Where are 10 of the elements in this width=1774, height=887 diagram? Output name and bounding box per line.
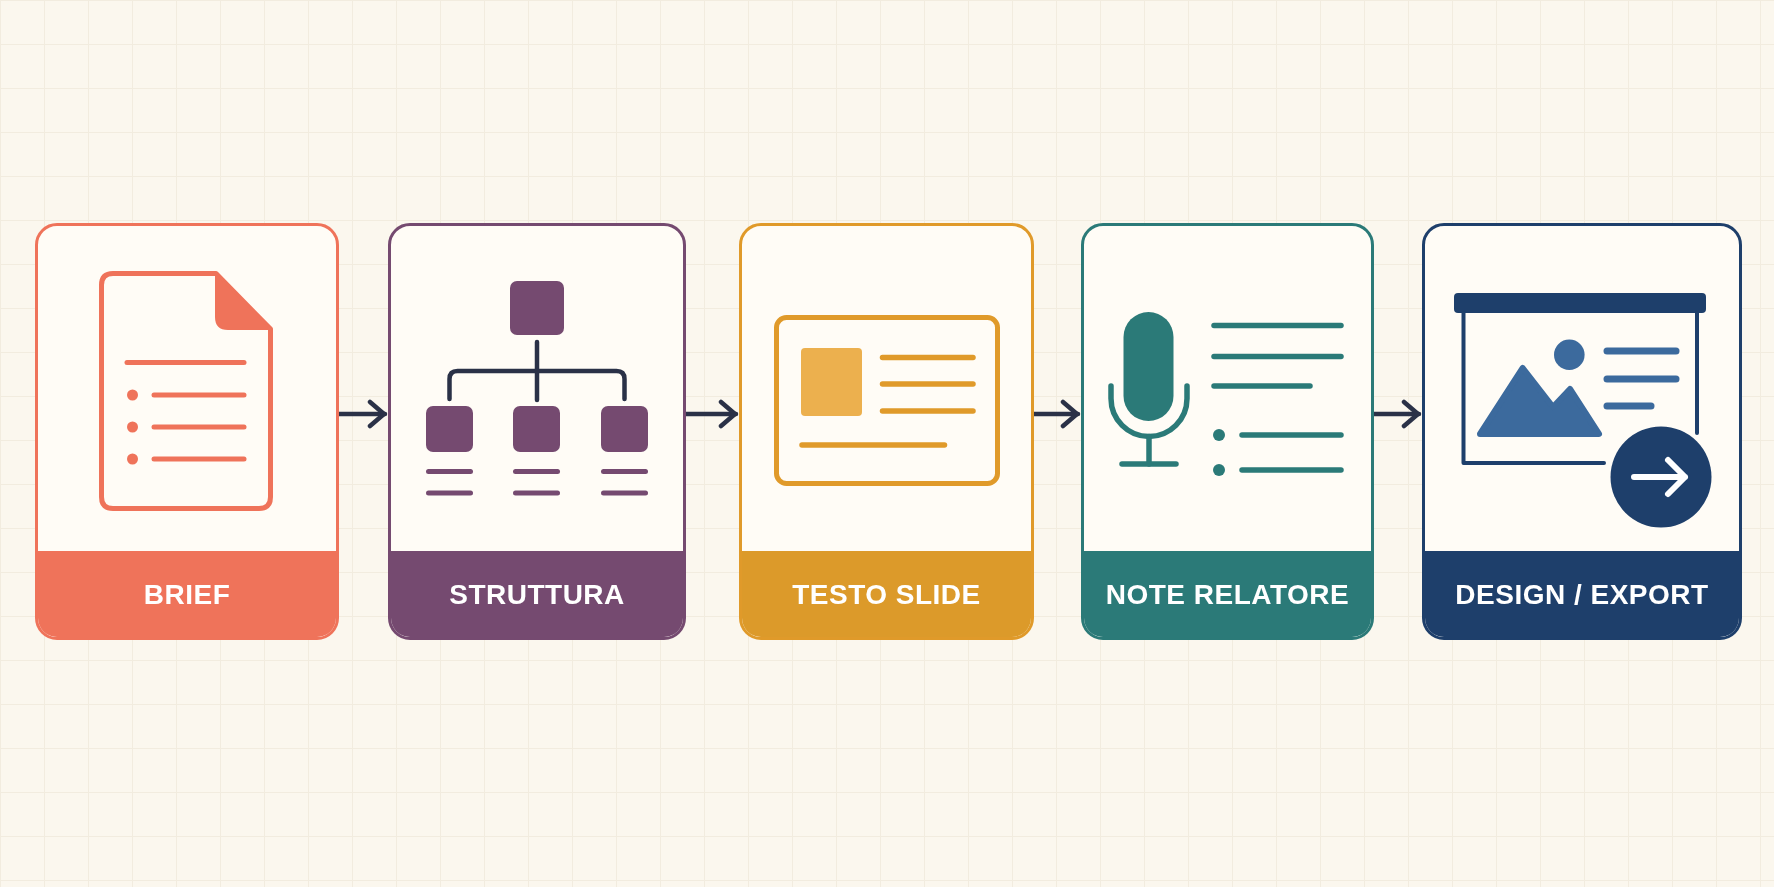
step-card [388, 223, 686, 640]
step-card [1422, 223, 1742, 640]
step-card [739, 223, 1034, 640]
step-label: NOTE RELATORE [1105, 577, 1350, 612]
step-card [1081, 223, 1374, 640]
step-label: DESIGN / EXPORT [1455, 577, 1709, 612]
step-label: BRIEF [143, 577, 231, 612]
step-label: TESTO SLIDE [792, 577, 981, 612]
step-label: STRUTTURA [449, 577, 625, 612]
step-card [35, 223, 339, 640]
